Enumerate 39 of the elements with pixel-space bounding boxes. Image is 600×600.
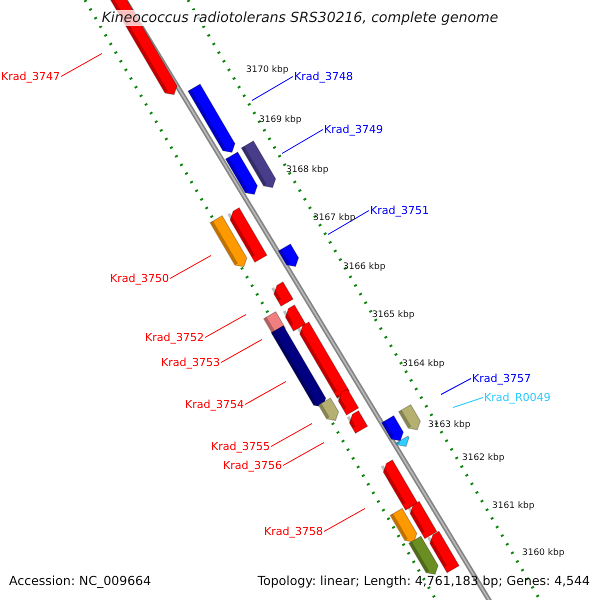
scale-label: 3169 kbp [259,116,302,125]
scale-label: 3168 kbp [286,166,328,175]
gene-label: Krad_3749 [324,124,383,135]
gene-label: Krad_3750 [110,273,169,284]
scale-label: 3163 kbp [428,421,470,430]
leader-line [282,129,324,154]
gene-label: Krad_3756 [223,460,282,471]
scale-label: 3165 kbp [372,311,414,320]
leader-line [244,381,286,405]
accession-text: Accession: NC_009664 [9,575,152,588]
scale-label: 3166 kbp [343,263,386,272]
gene-label: Krad_3747 [1,71,60,82]
genome-summary-text: Topology: linear; Length: 4,761,183 bp; Genes: 4,544 [258,575,590,588]
scale-label: 3161 kbp [492,502,534,511]
scale-label: 3167 kbp [313,214,356,223]
gene-label: Krad_3758 [264,526,323,537]
leader-line [60,53,102,77]
scale-label: 3170 kbp [246,66,288,75]
leader-line [220,339,262,363]
leader-line [328,210,370,235]
leader-line [270,423,312,447]
leader-line [170,255,212,279]
leader-line [324,508,366,532]
leader-line [452,397,484,408]
gene-label: Krad_3748 [294,71,353,82]
leader-line [252,76,294,101]
gene-label: Krad_3753 [161,357,220,368]
scale-label: 3164 kbp [402,360,444,369]
scale-label: 3162 kbp [462,454,504,463]
gene-label: Krad_3752 [145,332,204,343]
gene-label: Krad_R0049 [484,392,551,403]
scale-label: 3160 kbp [522,549,564,558]
leader-line [204,314,246,338]
gene-label: Krad_3751 [370,205,429,216]
leader-line [282,442,324,466]
leader-line [440,378,472,395]
gene-label: Krad_3754 [185,399,244,410]
gene-label: Krad_3755 [211,441,270,452]
gene-label: Krad_3757 [472,373,531,384]
